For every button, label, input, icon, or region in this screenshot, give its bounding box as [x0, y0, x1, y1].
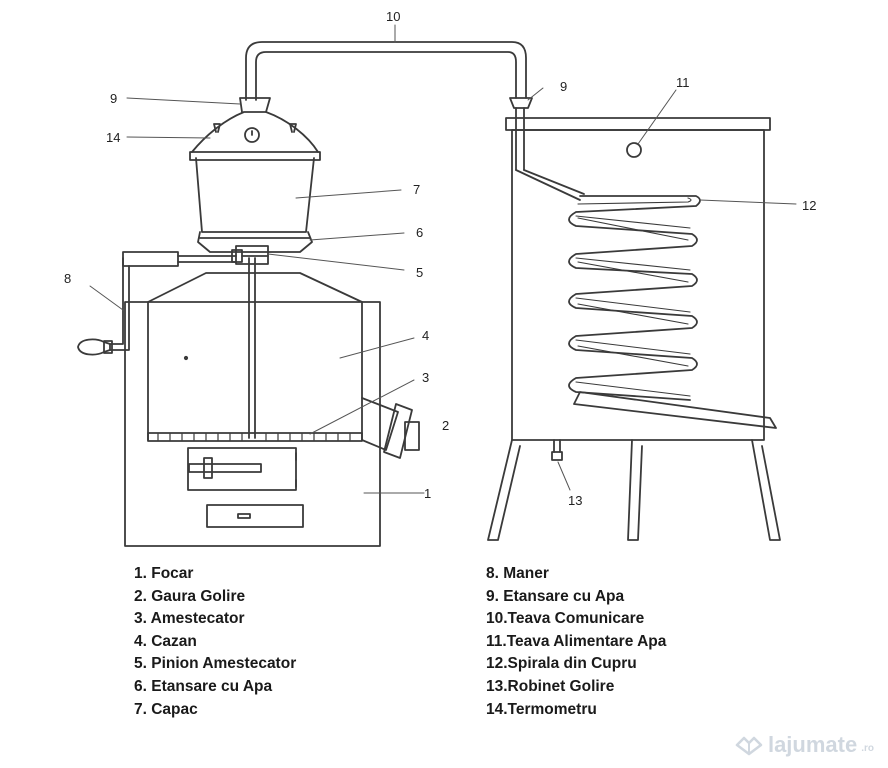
callout-5: 5	[416, 265, 423, 280]
legend-item-9: 9. Etansare cu Apa	[486, 587, 625, 605]
watermark-logo-icon	[735, 736, 763, 756]
legend-item-1: 1. Focar	[134, 565, 194, 582]
legend-item-3: 3. Amestecator	[134, 610, 245, 628]
legend-item-6: 6. Etansare cu Apa	[134, 677, 273, 695]
callout-10: 10	[386, 9, 400, 24]
callout-7: 7	[413, 182, 420, 197]
water-seal-condenser	[509, 97, 585, 201]
callout-6: 6	[416, 225, 423, 240]
condenser-tank	[505, 117, 771, 461]
connecting-pipe	[245, 41, 527, 101]
firebox	[124, 301, 381, 547]
callout-1: 1	[424, 486, 431, 501]
legend-item-12: 12.Spirala din Cupru	[486, 655, 637, 673]
callout-12: 12	[802, 198, 816, 213]
legend-item-8: 8. Maner	[486, 565, 549, 582]
callout-14: 14	[106, 130, 120, 145]
watermark-text: lajumate	[767, 732, 858, 757]
legend-item-7: 7. Capac	[134, 700, 198, 718]
drain-outlet	[361, 397, 420, 459]
lid	[189, 97, 321, 233]
mixer	[231, 245, 269, 439]
legend-item-2: 2. Gaura Golire	[134, 587, 246, 605]
distillery-diagram: 10 9 14 9 11 12 7 6 5 8 4 3 2 1 13	[64, 9, 816, 547]
legend-item-14: 14.Termometru	[486, 700, 597, 718]
callout-11: 11	[676, 75, 690, 90]
watermark: lajumate .ro	[734, 732, 874, 758]
callout-numbers: 10 9 14 9 11 12 7 6 5 8 4 3 2 1 13	[64, 9, 816, 508]
water-seal-lower	[197, 231, 313, 253]
callout-9-left: 9	[110, 91, 117, 106]
legend-item-5: 5. Pinion Amestecator	[134, 655, 297, 673]
legend-item-13: 13.Robinet Golire	[486, 677, 615, 695]
crank-handle	[77, 251, 237, 356]
legend-item-10: 10.Teava Comunicare	[486, 610, 645, 628]
callout-4: 4	[422, 328, 429, 343]
leader-lines	[89, 24, 797, 494]
callout-9-right: 9	[560, 79, 567, 94]
legend-right-column: 8. Maner 9. Etansare cu Apa 10.Teava Com…	[486, 563, 666, 721]
condenser-legs	[487, 439, 781, 541]
legend-item-11: 11.Teava Alimentare Apa	[486, 632, 667, 650]
callout-8: 8	[64, 271, 71, 286]
callout-13: 13	[568, 493, 582, 508]
callout-2: 2	[442, 418, 449, 433]
legend-item-4: 4. Cazan	[134, 632, 197, 650]
callout-3: 3	[422, 370, 429, 385]
legend-left-column: 1. Focar 2. Gaura Golire 3. Amestecator …	[134, 563, 296, 721]
watermark-suffix: .ro	[861, 743, 874, 754]
copper-coil	[568, 195, 777, 429]
